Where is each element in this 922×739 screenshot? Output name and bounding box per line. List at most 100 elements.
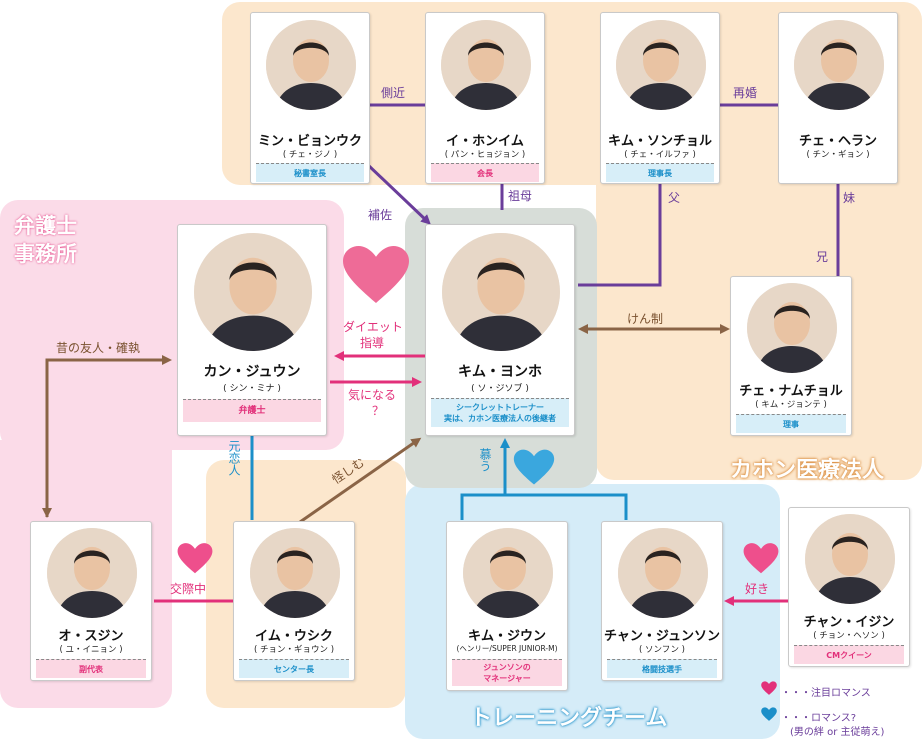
older-man-portrait: [616, 20, 706, 110]
label-diet-2: 指導: [360, 336, 385, 350]
legend-blue-heart-icon: [761, 707, 777, 721]
actor-name: ( チョン・ギョウン ): [253, 645, 335, 655]
legend-pink-text: ・・・注目ロマンス: [781, 688, 871, 699]
label-sobo: 祖母: [508, 189, 533, 203]
card-jang-ijin[interactable]: チャン・イジン ( チョン・ヘソン ) CMクイーン: [788, 507, 910, 667]
role-text-2: マネージャー: [483, 674, 531, 683]
woman-long-hair-portrait: [805, 514, 895, 604]
card-oh-sujin[interactable]: オ・スジン ( ユ・イニョン ) 副代表: [30, 521, 152, 681]
role-badge: 理事長: [606, 163, 714, 182]
person-name: チャン・ジュンソン: [604, 629, 720, 644]
card-jang-junsong[interactable]: チャン・ジュンソン ( ソンフン ) 格闘技選手: [601, 521, 723, 681]
role-text-1: ジュンソンの: [483, 663, 531, 672]
person-name: チェ・ヘラン: [798, 134, 877, 149]
person-name: チェ・ナムチョル: [739, 384, 843, 399]
label-ani: 兄: [816, 250, 829, 264]
card-lee[interactable]: イ・ホンイム ( パン・ヒョジョン ) 会長: [425, 12, 545, 184]
young-man-glasses-portrait: [463, 528, 553, 618]
label-chichi: 父: [668, 191, 681, 205]
blue-heart-icon: [513, 449, 555, 485]
person-name: カン・ジュウン: [203, 364, 301, 380]
role-badge: センター長: [239, 659, 349, 678]
role-badge: シークレットトレーナー 実は、カホン医療法人の後継者: [431, 398, 569, 427]
label-saikon: 再婚: [733, 86, 758, 100]
person-name: ミン・ビョンウク: [257, 134, 362, 149]
zone-label-hospital: カホン医療法人: [730, 458, 885, 483]
label-diet-1: ダイエット: [343, 320, 403, 334]
man-boxing-portrait: [618, 528, 708, 618]
actor-name: ( キム・ジョンテ ): [755, 400, 827, 410]
legend-blue-text-2: (男の絆 or 主従萌え): [790, 727, 885, 738]
label-kininaru-2: ？: [372, 404, 385, 418]
actor-name: ( ソ・ジソブ ): [471, 384, 529, 394]
label-shitau: 慕う: [478, 448, 492, 472]
label-suki: 好き: [745, 582, 770, 596]
role-badge: 弁護士: [183, 399, 321, 422]
role-text: CMクイーン: [826, 650, 872, 660]
role-text: 会長: [477, 168, 493, 178]
role-text: 理事長: [648, 168, 672, 178]
role-badge: 理事: [736, 414, 846, 433]
card-kim-jiun[interactable]: キム・ジウン (ヘンリー/SUPER JUNIOR-M) ジュンソンの マネージ…: [446, 521, 568, 691]
man-hand-chin-portrait: [442, 233, 560, 351]
role-badge: 会長: [431, 163, 539, 182]
role-text: 理事: [783, 419, 799, 429]
card-kim-yongho[interactable]: キム・ヨンホ ( ソ・ジソブ ) シークレットトレーナー 実は、カホン医療法人の…: [425, 224, 575, 436]
person-name: オ・スジン: [58, 629, 124, 644]
actor-name: ( パン・ヒョジョン ): [444, 150, 526, 160]
line-chichi: [578, 184, 662, 287]
card-im-usik[interactable]: イム・ウシク ( チョン・ギョウン ) センター長: [233, 521, 355, 681]
role-text: 格闘技選手: [642, 664, 682, 674]
role-text: 副代表: [79, 664, 103, 674]
label-motokoi: 元恋人: [227, 440, 241, 476]
card-min[interactable]: ミン・ビョンウク ( チェ・ジノ ) 秘書室長: [250, 12, 370, 184]
pink-heart-icon: [343, 246, 409, 303]
person-name: キム・ソンチョル: [607, 134, 712, 149]
label-sokkin: 側近: [381, 86, 406, 100]
actor-name: ( チェ・イルファ ): [624, 150, 696, 160]
line-hosa: [366, 163, 431, 225]
actor-name: ( ユ・イニョン ): [59, 645, 123, 655]
label-kininaru-1: 気になる: [348, 388, 397, 402]
elderly-woman-portrait: [441, 20, 531, 110]
role-text-2: 実は、カホン医療法人の後継者: [444, 414, 556, 423]
card-kim-soncheol[interactable]: キム・ソンチョル ( チェ・イルファ ) 理事長: [600, 12, 720, 184]
label-kensei: けん制: [627, 312, 664, 326]
actor-name: ( チェ・ジノ ): [282, 150, 338, 160]
person-name: キム・ヨンホ: [458, 364, 542, 380]
person-name: チャン・イジン: [803, 615, 895, 630]
woman-surprised-portrait: [194, 233, 312, 351]
role-badge: ジュンソンの マネージャー: [452, 659, 562, 686]
actor-name: (ヘンリー/SUPER JUNIOR-M): [456, 644, 558, 653]
actor-name: ( ソンフン ): [639, 645, 685, 655]
actor-name: ( チョン・ヘソン ): [813, 631, 885, 641]
pink-heart-icon: [743, 543, 779, 574]
person-name: イ・ホンイム: [446, 134, 524, 149]
label-mukashi: 昔の友人・確執: [56, 341, 141, 355]
person-name: イム・ウシク: [255, 629, 333, 644]
actor-name: ( チン・ギョン ): [806, 150, 870, 160]
line-mukashi: [45, 355, 172, 517]
zone-label-law-firm: 弁護士 事務所: [14, 214, 77, 266]
line-ayashimu: [299, 437, 422, 524]
card-choe-heran[interactable]: チェ・ヘラン ( チン・ギョン ): [778, 12, 898, 184]
card-choe-namcheol[interactable]: チェ・ナムチョル ( キム・ジョンテ ) 理事: [730, 276, 852, 436]
legend-pink-heart-icon: [761, 681, 777, 695]
actor-name: ( シン・ミナ ): [223, 384, 281, 394]
role-text: 弁護士: [238, 405, 266, 416]
role-badge: 秘書室長: [256, 163, 364, 182]
label-hosa: 補佐: [368, 208, 393, 222]
role-text: 秘書室長: [294, 168, 326, 178]
woman-short-hair-portrait: [47, 528, 137, 618]
man-smiling-suit-portrait: [250, 528, 340, 618]
man-glasses-suit-portrait: [266, 20, 356, 110]
zone-label-training: トレーニングチーム: [470, 706, 668, 731]
card-kang-jueun[interactable]: カン・ジュウン ( シン・ミナ ) 弁護士: [177, 224, 327, 436]
pink-heart-icon: [177, 543, 213, 574]
role-text-1: シークレットトレーナー: [456, 403, 544, 412]
role-badge: 副代表: [36, 659, 146, 678]
man-glasses-portrait: [747, 283, 837, 373]
label-kousai: 交際中: [170, 582, 207, 596]
woman-portrait: [794, 20, 884, 110]
